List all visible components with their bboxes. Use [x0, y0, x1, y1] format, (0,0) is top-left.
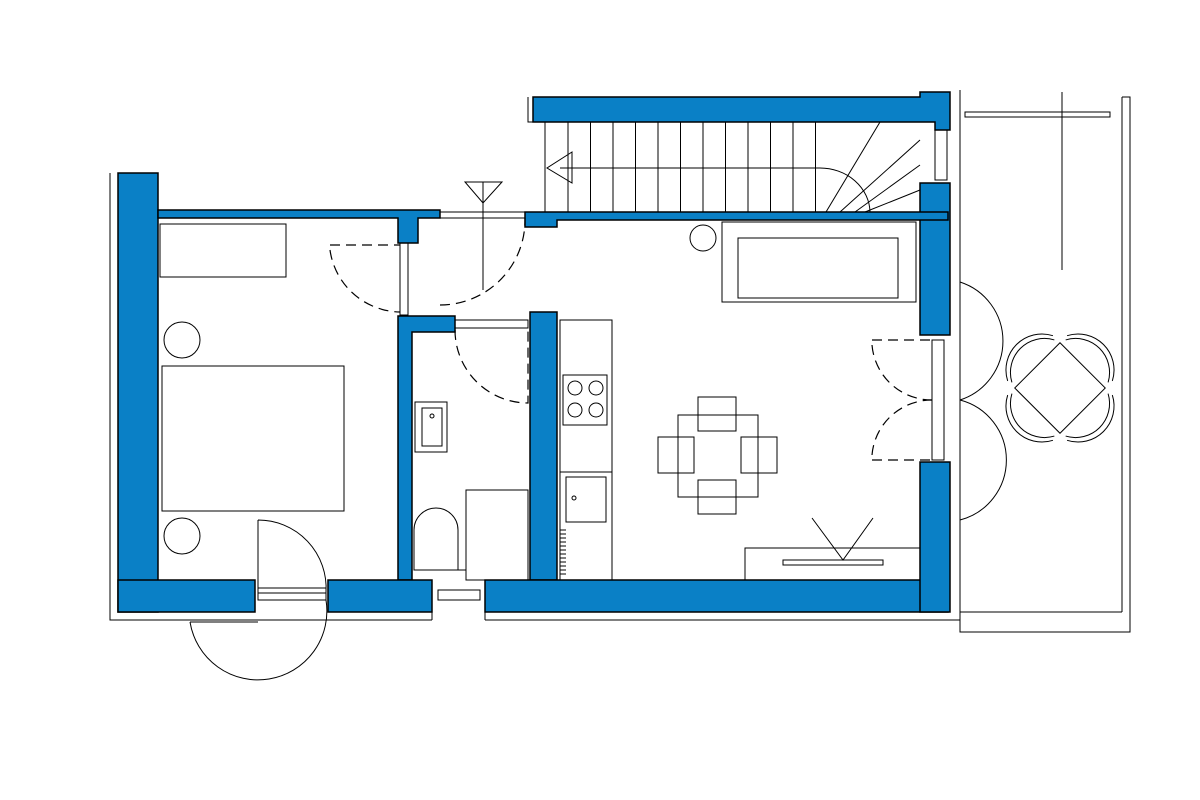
stair-top-wall [532, 91, 951, 131]
terrace [959, 90, 1131, 633]
bedroom-bath-wall [397, 315, 456, 581]
right-wall-upper [919, 182, 951, 336]
nightstand-lamp-icon [163, 321, 201, 359]
patio-table-set [1005, 333, 1115, 443]
kitchen [559, 319, 613, 581]
nightstand-lamp-icon [163, 517, 201, 555]
bath-bottom-wall [327, 579, 433, 613]
outer-outline [109, 97, 960, 621]
kitchen-sink [565, 476, 607, 523]
stair-living-wall [524, 211, 949, 228]
bedroom-top-wall [157, 209, 441, 244]
living-room [657, 221, 921, 581]
toilet [413, 507, 466, 571]
walls [117, 91, 951, 613]
plant-icon [689, 224, 717, 252]
bedroom-bottom-wall [117, 579, 256, 613]
bedroom-outer-wall [117, 172, 159, 613]
dining-table [677, 414, 759, 498]
doors [189, 211, 1007, 681]
wardrobe [159, 223, 287, 278]
stair-arrow-icon [546, 151, 573, 184]
bath-kitchen-wall [529, 311, 558, 581]
right-wall-lower [919, 461, 951, 613]
kitchen-counter [559, 319, 613, 581]
tv-console [744, 547, 921, 581]
stove [562, 374, 608, 426]
living-bottom-wall [484, 579, 949, 613]
sofa [721, 221, 917, 303]
bedroom-furniture [159, 223, 345, 555]
shower [465, 489, 529, 581]
bed [161, 365, 345, 512]
entrance-marker-icon [463, 181, 504, 290]
staircase [544, 121, 948, 213]
sink [414, 401, 448, 453]
tv-icon [811, 517, 874, 561]
bathroom-fixtures [413, 401, 529, 581]
